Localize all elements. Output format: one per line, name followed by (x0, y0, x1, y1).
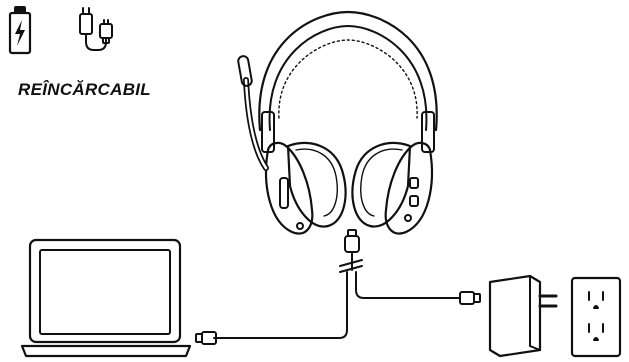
charging-cable (214, 256, 460, 338)
wall-outlet-icon (572, 278, 620, 356)
usb-plug-charger (460, 292, 480, 304)
laptop-icon (22, 240, 190, 356)
headset-illustration (237, 12, 436, 234)
battery-charging-icon (10, 7, 30, 53)
usb-cable-icon (80, 8, 112, 50)
usb-c-plug-headset (345, 230, 359, 256)
wall-charger-icon (490, 276, 556, 356)
